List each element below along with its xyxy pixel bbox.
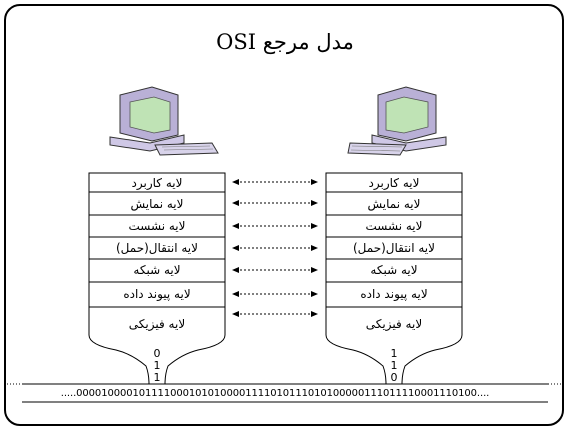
right-layer-session: لایه نشست [365,219,423,233]
right-layer-stack [325,172,463,385]
dotted-double-arrow-icon [232,311,318,317]
right-layer-application: لایه کاربرد [368,176,420,190]
computer-icon [109,86,219,156]
left-layer-data-link: لایه پیوند داده [123,287,191,301]
right-bit: 1 [390,347,398,360]
bitstream: .....00001000010111100010101000011110101… [60,388,490,399]
left-layer-transport: لایه انتقال(حمل) [116,241,198,255]
right-layer-transport: لایه انتقال(حمل) [353,241,435,255]
dotted-double-arrow-icon [232,179,318,185]
left-layer-physical: لایه فیزیکی [128,317,186,331]
left-layer-application: لایه کاربرد [131,176,183,190]
diagram-title: مدل مرجع OSI [216,30,354,54]
left-layer-session: لایه نشست [128,219,186,233]
computer-icon [347,86,447,156]
right-bit: 0 [390,371,398,384]
left-bit: 1 [153,359,161,372]
diagram-frame [4,4,564,426]
right-layer-physical: لایه فیزیکی [365,317,423,331]
dotted-double-arrow-icon [232,200,318,206]
left-layer-stack [88,172,226,385]
right-bit: 1 [390,359,398,372]
left-bit: 0 [153,347,161,360]
dotted-double-arrow-icon [232,223,318,229]
right-layer-presentation: لایه نمایش [367,197,421,211]
dotted-double-arrow-icon [232,245,318,251]
right-layer-data-link: لایه پیوند داده [360,287,428,301]
right-layer-network: لایه شبکه [370,263,418,277]
dotted-double-arrow-icon [232,291,318,297]
left-layer-network: لایه شبکه [133,263,181,277]
left-bit: 1 [153,371,161,384]
left-layer-presentation: لایه نمایش [130,197,184,211]
peer-arrows [232,179,318,317]
dotted-double-arrow-icon [232,267,318,273]
